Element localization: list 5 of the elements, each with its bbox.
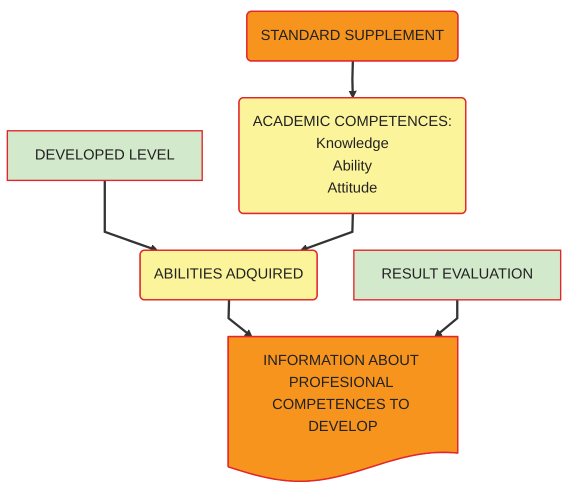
arrow (227, 300, 253, 338)
arrow (434, 300, 458, 338)
arrow (348, 62, 357, 99)
node-box: RESULT EVALUATION (353, 250, 562, 301)
node-box: DEVELOPED LEVEL (6, 130, 203, 182)
